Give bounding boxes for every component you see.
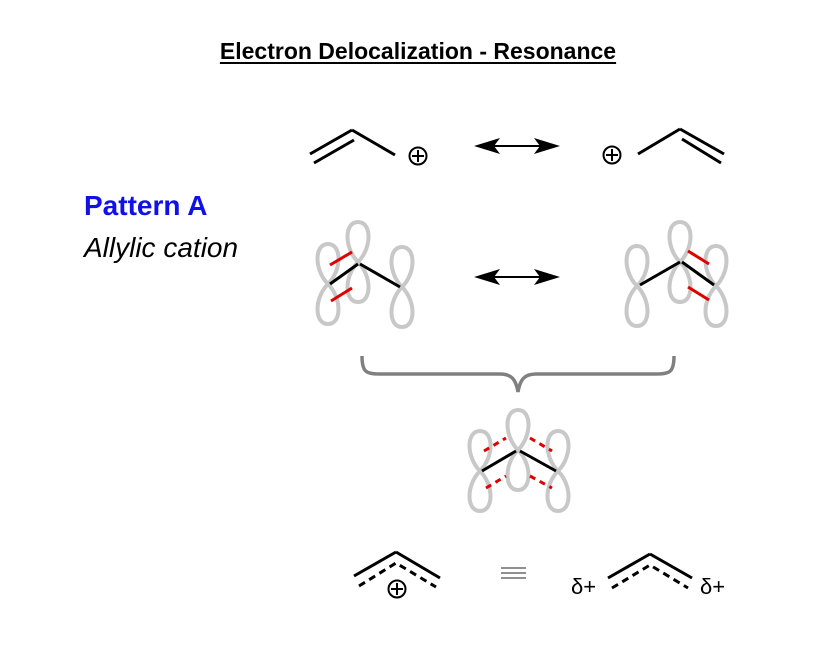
equivalence-icon bbox=[501, 567, 526, 579]
resonance-arrow-icon bbox=[474, 269, 560, 285]
plus-charge-icon bbox=[602, 145, 622, 165]
pattern-label: Pattern A bbox=[84, 190, 208, 221]
page-title: Electron Delocalization - Resonance bbox=[219, 38, 617, 64]
pattern-subtitle: Allylic cation bbox=[84, 232, 239, 263]
delocalized-orbital-structure bbox=[467, 408, 571, 513]
orbital-structure-right bbox=[624, 220, 729, 328]
delta-plus-left: δ+ bbox=[571, 574, 596, 599]
plus-charge-icon bbox=[408, 146, 428, 166]
plus-charge-icon bbox=[387, 579, 407, 599]
delta-plus-right: δ+ bbox=[700, 574, 725, 599]
allyl-structure-left bbox=[309, 128, 396, 165]
curly-brace-icon bbox=[360, 355, 676, 393]
resonance-arrow-icon bbox=[474, 138, 560, 154]
orbital-structure-left bbox=[315, 220, 415, 329]
hybrid-structure-delta bbox=[607, 552, 693, 590]
hybrid-structure-charge bbox=[353, 550, 441, 589]
allyl-structure-right bbox=[637, 127, 725, 165]
